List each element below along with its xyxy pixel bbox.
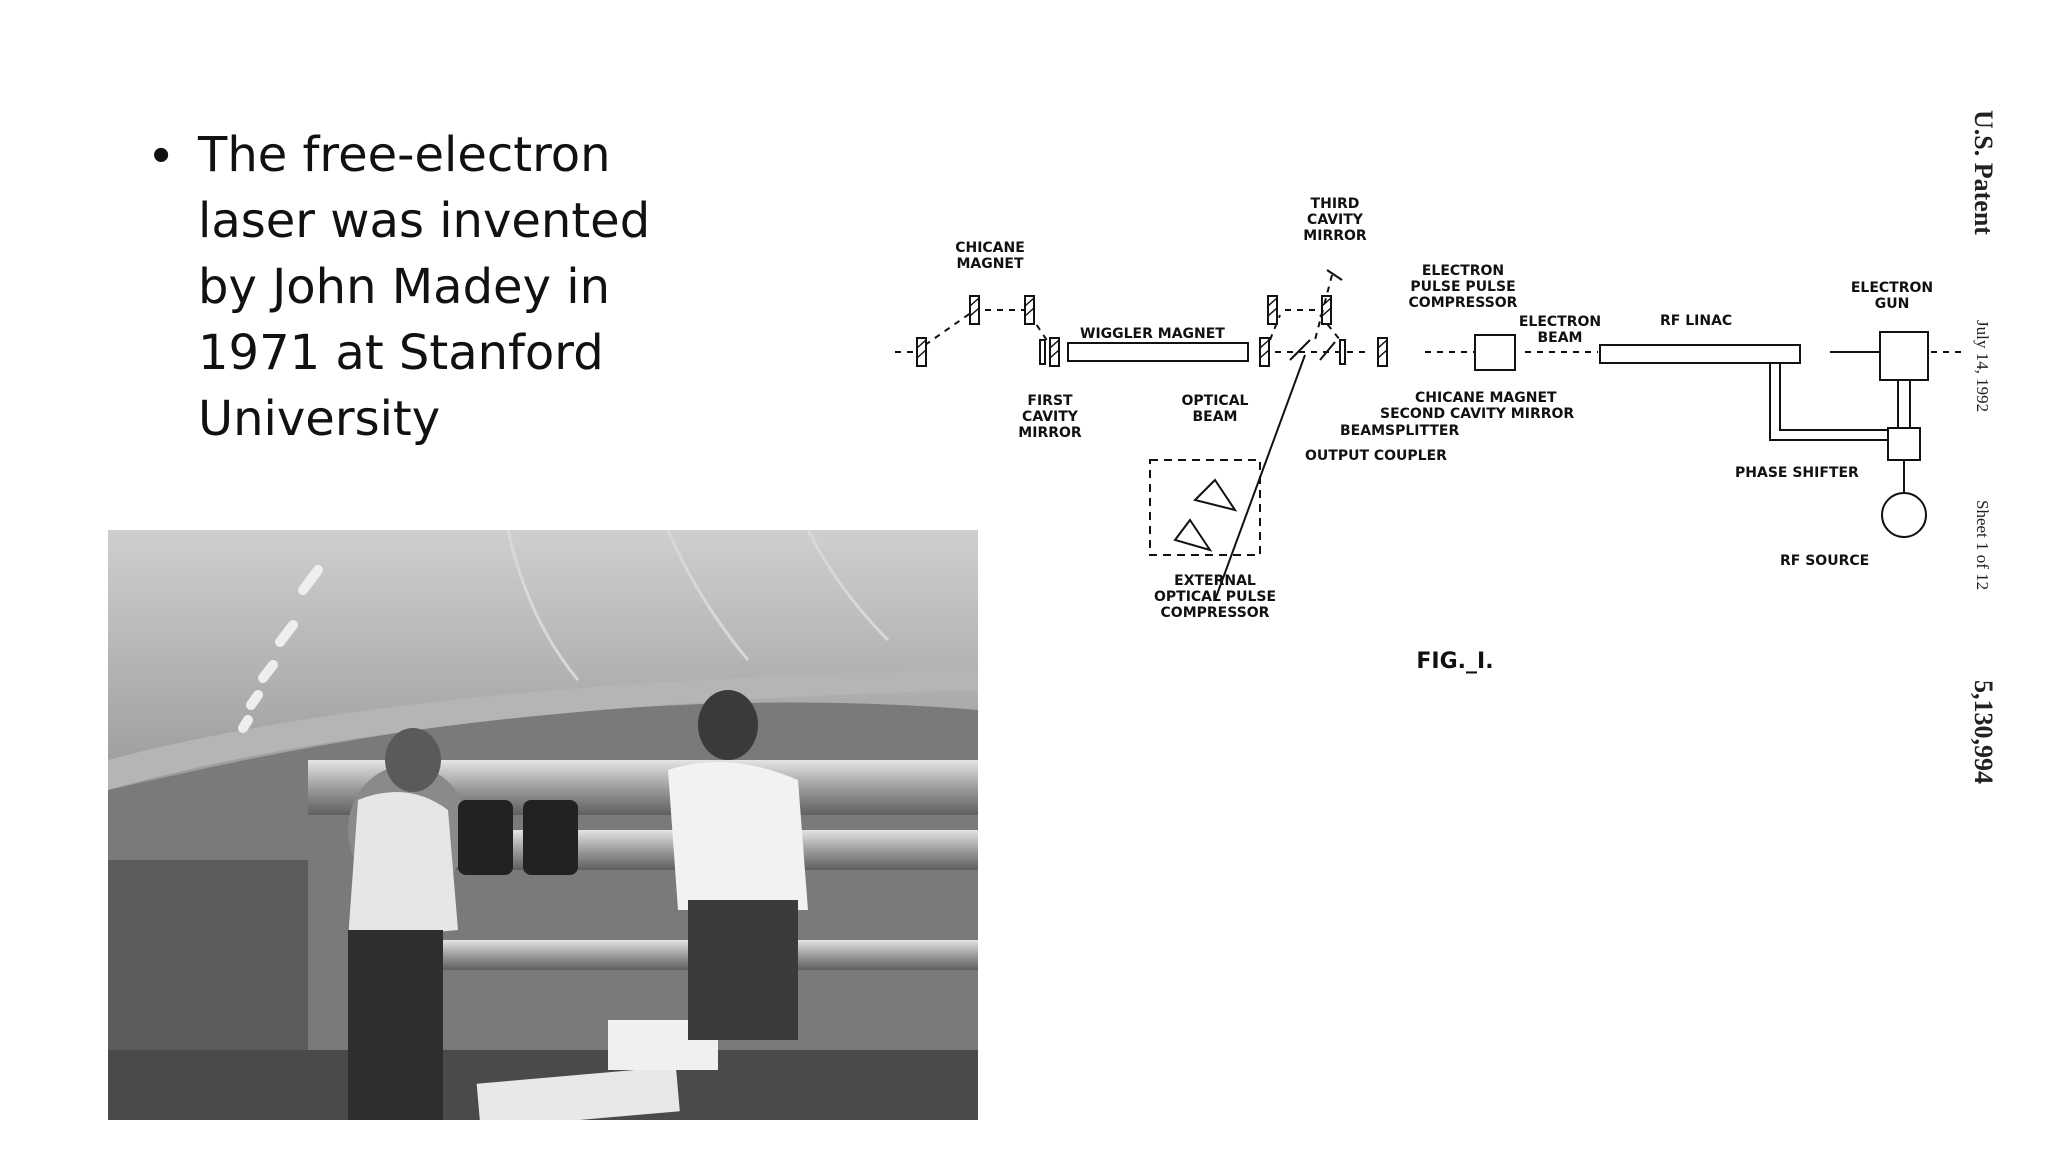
label-first-cavity-mirror-3: MIRROR xyxy=(1018,425,1082,441)
label-first-cavity-mirror-2: CAVITY xyxy=(1022,409,1079,425)
label-first-cavity-mirror-1: FIRST xyxy=(1027,393,1073,409)
patent-title: U.S. Patent xyxy=(1969,110,1998,235)
label-external-compressor-2: OPTICAL PULSE xyxy=(1154,589,1276,605)
rf-linac-box xyxy=(1599,344,1801,364)
bullet-line-1: The free-electron xyxy=(198,127,611,183)
patent-date: July 14, 1992 xyxy=(1973,320,1992,413)
phase-shifter-box xyxy=(1887,427,1921,461)
pulse-compressor-box xyxy=(1474,334,1516,371)
label-third-cavity-mirror-3: MIRROR xyxy=(1303,228,1367,244)
label-optical-beam-2: BEAM xyxy=(1192,409,1237,425)
label-electron-gun-1: ELECTRON xyxy=(1851,280,1933,296)
bullet-line-3: by John Madey in xyxy=(198,259,611,315)
label-electron-beam-1: ELECTRON xyxy=(1519,314,1601,330)
label-chicane-magnet-bottom: CHICANE MAGNET xyxy=(1415,390,1557,406)
label-phase-shifter: PHASE SHIFTER xyxy=(1735,465,1859,481)
photo-icon xyxy=(108,530,978,1120)
patent-header: U.S. Patent July 14, 1992 Sheet 1 of 12 … xyxy=(1958,110,2018,810)
wiggler-magnet-box xyxy=(1067,342,1249,362)
label-electron-gun-2: GUN xyxy=(1875,296,1910,312)
lab-photo xyxy=(108,530,978,1120)
rf-source-circle xyxy=(1881,492,1927,538)
bullet-line-5: University xyxy=(198,391,441,447)
label-pulse-compressor-2: PULSE PULSE xyxy=(1410,279,1515,295)
bullet-text: The free-electron laser was invented by … xyxy=(198,122,668,452)
bullet-dot: • xyxy=(152,126,171,184)
bullet-line-2: laser was invented xyxy=(198,193,651,249)
label-wiggler-magnet: WIGGLER MAGNET xyxy=(1080,326,1225,342)
patent-diagram: CHICANE MAGNET WIGGLER MAGNET THIRD CAVI… xyxy=(880,180,2020,700)
fel-schematic: CHICANE MAGNET WIGGLER MAGNET THIRD CAVI… xyxy=(895,196,1962,674)
bullet-block: • The free-electron laser was invented b… xyxy=(152,122,712,452)
label-third-cavity-mirror-2: CAVITY xyxy=(1307,212,1364,228)
label-output-coupler: OUTPUT COUPLER xyxy=(1305,448,1447,464)
figure-label: FIG._I. xyxy=(1416,649,1493,674)
label-beamsplitter: BEAMSPLITTER xyxy=(1340,423,1459,439)
label-chicane-magnet-top-1: CHICANE xyxy=(955,240,1025,256)
label-external-compressor-1: EXTERNAL xyxy=(1174,573,1256,589)
bullet-item: • The free-electron laser was invented b… xyxy=(152,122,712,452)
label-rf-source: RF SOURCE xyxy=(1780,553,1869,569)
label-rf-linac: RF LINAC xyxy=(1660,313,1732,329)
label-electron-beam-2: BEAM xyxy=(1537,330,1582,346)
label-second-cavity-mirror: SECOND CAVITY MIRROR xyxy=(1380,406,1574,422)
label-third-cavity-mirror-1: THIRD xyxy=(1311,196,1360,212)
label-external-compressor-3: COMPRESSOR xyxy=(1161,605,1270,621)
electron-gun-box xyxy=(1879,331,1929,381)
bullet-line-4: 1971 at Stanford xyxy=(198,325,604,381)
patent-sheet: Sheet 1 of 12 xyxy=(1973,500,1992,591)
label-optical-beam-1: OPTICAL xyxy=(1182,393,1249,409)
label-pulse-compressor-3: COMPRESSOR xyxy=(1409,295,1518,311)
label-pulse-compressor-1: ELECTRON xyxy=(1422,263,1504,279)
label-chicane-magnet-top-2: MAGNET xyxy=(956,256,1024,272)
patent-number: 5,130,994 xyxy=(1969,680,1998,784)
